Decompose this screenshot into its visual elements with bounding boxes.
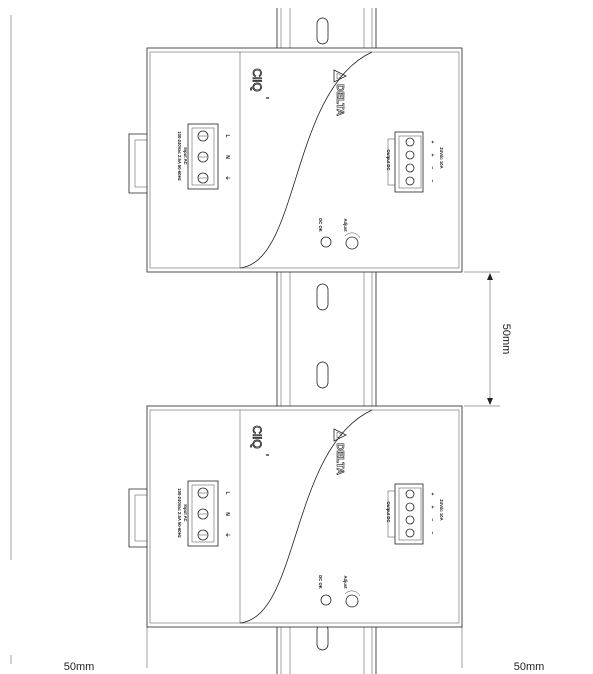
left-clearance-label: 50mm xyxy=(64,661,95,673)
adjust-label: Adjust xyxy=(343,575,348,589)
output-terminal-label: − xyxy=(429,519,435,522)
cliq-logo-suffix: II xyxy=(265,97,270,99)
rail-slot xyxy=(316,361,329,389)
power-supply-unit-top: 100-240Vac 2.5A 50-60Hz Input AC L N ⏚ C… xyxy=(128,47,463,273)
output-terminal-label: + xyxy=(429,154,435,157)
vertical-spacing-label: 50mm xyxy=(500,324,512,355)
output-spec-label: 24Vdc 10A xyxy=(439,147,444,168)
adjust-label: Adjust xyxy=(343,218,348,232)
right-clearance-label: 50mm xyxy=(514,661,545,673)
output-terminal-label: − xyxy=(429,167,435,170)
cliq-logo: CliQ xyxy=(250,68,264,91)
adjust-potentiometer xyxy=(345,236,359,250)
dc-ok-led xyxy=(320,236,332,248)
input-terminal-block xyxy=(187,480,219,547)
delta-logo-icon xyxy=(333,428,347,442)
output-label: Output DC xyxy=(386,150,391,171)
rail-slot xyxy=(316,17,329,45)
dc-ok-led xyxy=(320,594,332,606)
power-supply-unit-bottom: 100-240Vac 2.5A 50-60Hz Input AC L N ⏚ C… xyxy=(128,405,463,628)
input-terminal-block xyxy=(187,123,219,190)
input-label: Input AC xyxy=(183,504,188,521)
output-terminal-label: − xyxy=(429,180,435,183)
mounting-clip xyxy=(128,133,147,194)
adjust-potentiometer xyxy=(345,594,359,608)
front-panel-curve xyxy=(239,51,373,269)
terminal-label-ground: ⏚ xyxy=(224,532,231,537)
output-label: Output DC xyxy=(386,502,391,523)
output-terminal-label: − xyxy=(429,532,435,535)
input-spec-label: 100-240Vac 2.5A 50-60Hz xyxy=(177,131,182,180)
delta-brand-label: DELTA xyxy=(334,443,345,475)
output-terminal-block xyxy=(387,483,424,545)
delta-brand-label: DELTA xyxy=(334,84,345,116)
output-terminal-label: + xyxy=(429,493,435,496)
cliq-logo-suffix: II xyxy=(265,454,270,456)
cliq-logo: CliQ xyxy=(250,425,264,448)
mounting-clip xyxy=(128,488,147,548)
output-spec-label: 24Vdc 10A xyxy=(439,499,444,520)
vertical-spacing-dimension xyxy=(464,271,500,407)
output-terminal-label: + xyxy=(429,506,435,509)
rail-slot xyxy=(316,283,329,311)
terminal-label-ground: ⏚ xyxy=(224,175,231,180)
dc-ok-label: DC OK xyxy=(318,218,323,232)
terminal-label-n: N xyxy=(224,155,230,159)
input-label: Input AC xyxy=(183,147,188,164)
delta-logo-icon xyxy=(333,69,347,83)
output-terminal-label: + xyxy=(429,141,435,144)
rail-slot xyxy=(316,623,329,651)
terminal-label-l: L xyxy=(224,134,230,137)
input-spec-label: 100-240Vac 2.5A 50-60Hz xyxy=(177,488,182,537)
front-panel-curve xyxy=(239,409,373,624)
dc-ok-label: DC OK xyxy=(318,575,323,589)
terminal-label-l: L xyxy=(224,491,230,494)
output-terminal-block xyxy=(387,131,424,193)
terminal-label-n: N xyxy=(224,512,230,516)
